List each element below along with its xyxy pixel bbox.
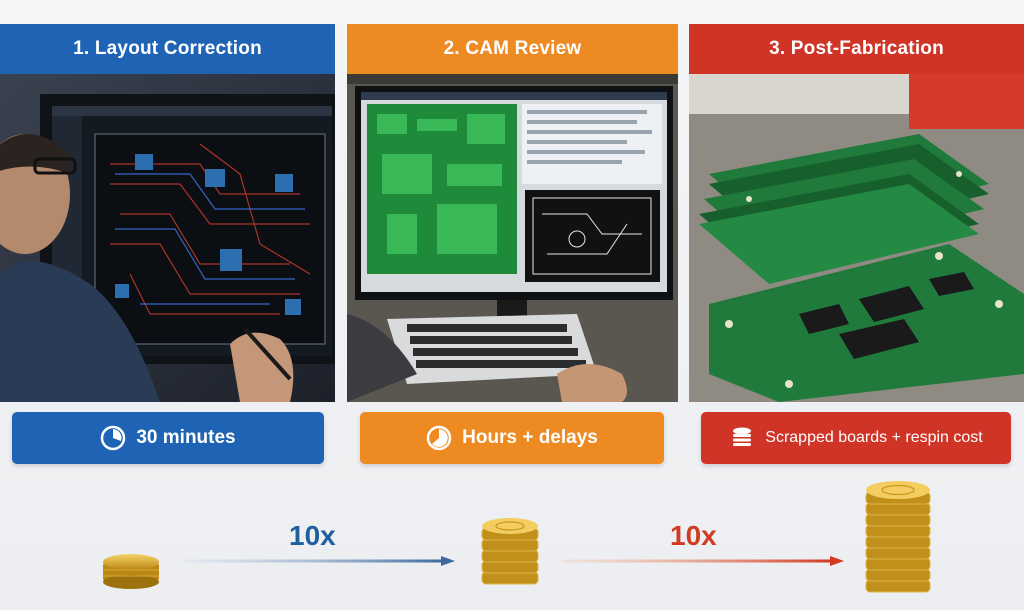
- clock-icon: [426, 425, 452, 451]
- cost-label: Scrapped boards + respin cost: [765, 429, 983, 446]
- multiplier-1: 10x: [289, 520, 336, 551]
- single-coin-icon: [103, 554, 159, 589]
- panel-post-fabrication: 3. Post-Fabrication: [689, 24, 1024, 402]
- arrow-right-icon: [562, 556, 844, 566]
- cost-badge-layout: 30 minutes: [12, 412, 324, 464]
- post-fabrication-photo: [689, 74, 1024, 402]
- cost-badge-post-fab: Scrapped boards + respin cost: [701, 412, 1011, 464]
- panel-cam-review: 2. CAM Review: [347, 24, 678, 402]
- layout-correction-photo: [0, 74, 335, 402]
- panel-layout-correction: 1. Layout Correction: [0, 24, 335, 402]
- large-coin-stack-icon: [865, 481, 931, 593]
- arrow-right-icon: [185, 556, 455, 566]
- step-1-title: 1. Layout Correction: [0, 24, 335, 74]
- cost-badge-cam: Hours + delays: [360, 412, 664, 464]
- step-2-title: 2. CAM Review: [347, 24, 678, 74]
- multiplier-2: 10x: [670, 520, 717, 551]
- small-coin-stack-icon: [481, 518, 539, 585]
- cost-label: 30 minutes: [136, 427, 236, 448]
- coin-stack-icon: [733, 427, 752, 446]
- step-3-title: 3. Post-Fabrication: [689, 24, 1024, 74]
- cost-label: Hours + delays: [462, 427, 598, 448]
- cam-review-photo: [347, 74, 678, 402]
- clock-icon: [101, 425, 126, 451]
